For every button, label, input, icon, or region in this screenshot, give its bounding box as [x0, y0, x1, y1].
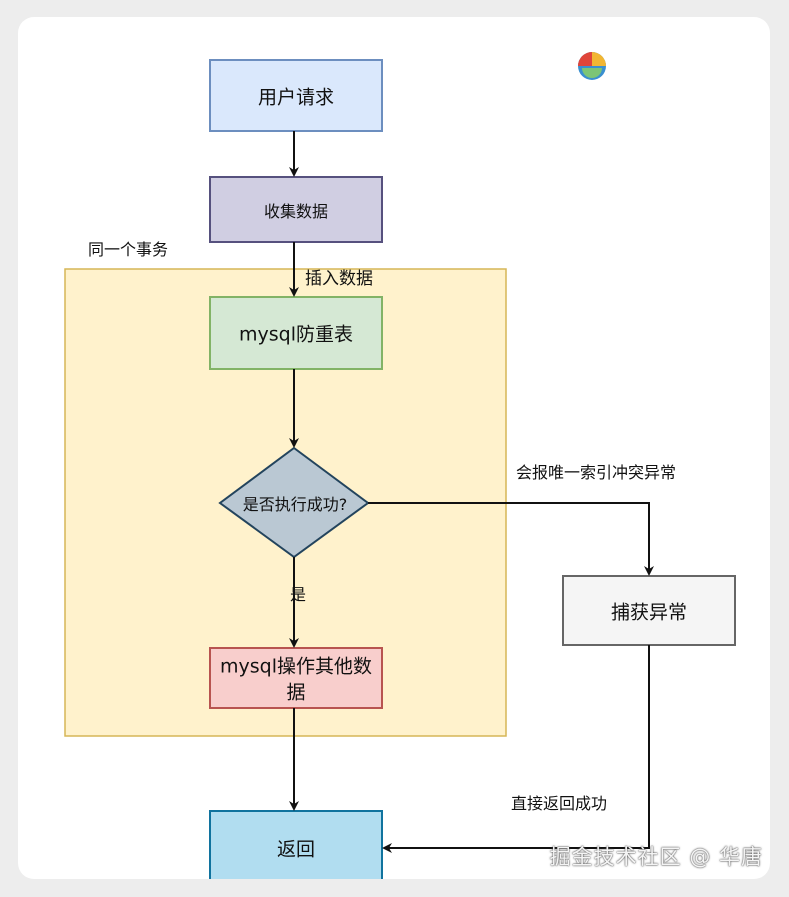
unique-index-conflict-label: 会报唯一索引冲突异常: [516, 463, 677, 482]
return-label: 返回: [276, 838, 316, 861]
logo-icon: [578, 52, 606, 80]
user-request-box: [209, 59, 383, 132]
transaction-group-label: 同一个事务: [88, 240, 169, 259]
dedup-table-label: mysql防重表: [239, 323, 353, 346]
return-box: [209, 810, 383, 879]
watermark: 掘金技术社区 @ 华唐: [549, 845, 763, 869]
collect-data-box: [209, 176, 383, 243]
collect-data-label: 收集数据: [263, 202, 329, 221]
insert-data-label: 插入数据: [305, 269, 373, 289]
dedup-table-box: [209, 296, 383, 370]
edge-decision-to-catch: [368, 502, 654, 576]
decision-label: 是否执行成功?: [242, 495, 348, 514]
user-request-label: 用户请求: [257, 86, 335, 109]
other-ops-label-line2: 据: [286, 681, 306, 704]
return-success-label: 直接返回成功: [511, 794, 608, 813]
diagram-svg: [64, 52, 736, 879]
edge-catch-to-return: [382, 645, 650, 853]
yes-label: 是: [290, 585, 307, 604]
other-ops-label-line1: mysql操作其他数: [220, 655, 372, 678]
catch-exception-box: [562, 575, 736, 646]
other-ops-box: [209, 647, 383, 709]
diagram-canvas: 用户请求 收集数据 mysql防重表 是否执行成功? mysql操作其他数 据 …: [18, 17, 770, 879]
catch-exception-label: 捕获异常: [610, 601, 688, 624]
